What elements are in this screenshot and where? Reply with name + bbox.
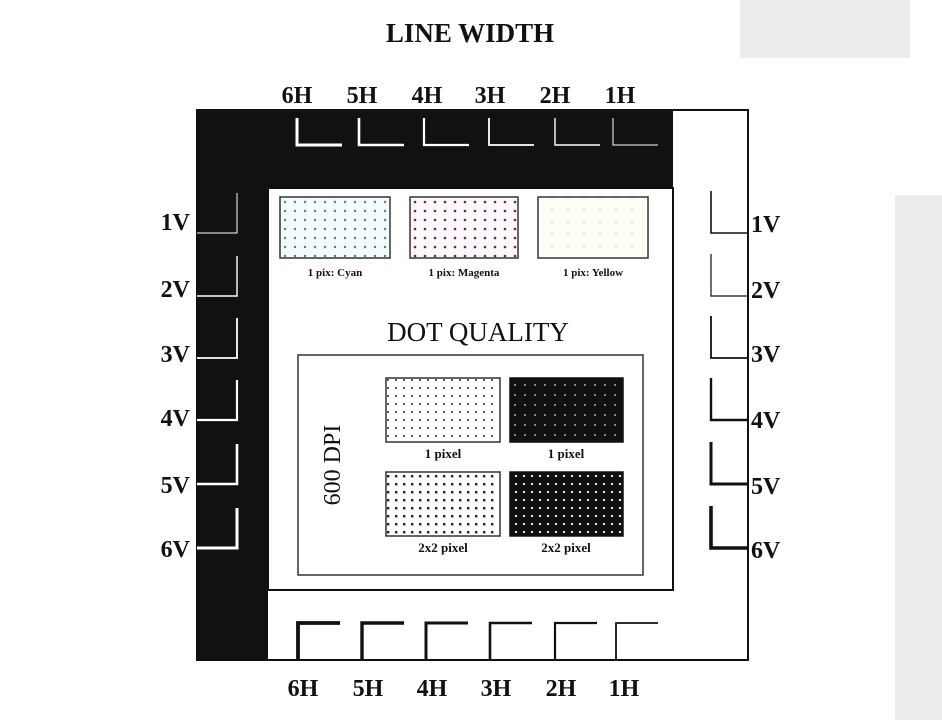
left-line-mark <box>197 508 239 550</box>
left-label: 1V <box>161 210 191 236</box>
yellow-label: 1 pix: Yellow <box>563 267 623 279</box>
bottom-label: 1H <box>609 676 640 702</box>
top-label: 2H <box>540 83 571 109</box>
cyan-label: 1 pix: Cyan <box>308 267 362 279</box>
dpi-label: 600 DPI <box>320 425 346 506</box>
left-line-mark <box>197 444 239 486</box>
left-labels: 1V 2V 3V 4V 5V 6V <box>161 210 191 563</box>
right-labels: 1V 2V 3V 4V 5V 6V <box>751 212 781 564</box>
right-line-mark <box>710 191 748 234</box>
bottom-line-mark <box>488 621 532 660</box>
left-label: 3V <box>161 342 191 368</box>
right-line-mark <box>710 316 748 359</box>
top-label: 1H <box>605 83 636 109</box>
top-line-mark <box>554 118 600 146</box>
dot-quality-heading: DOT QUALITY <box>387 317 569 347</box>
right-line-mark <box>710 254 748 297</box>
right-label: 3V <box>751 342 781 368</box>
left-label: 5V <box>161 473 191 499</box>
bottom-label: 2H <box>546 676 577 702</box>
bottom-line-mark <box>553 621 597 660</box>
right-line-mark <box>709 506 748 550</box>
bottom-line-mark <box>296 621 340 660</box>
bottom-label: 6H <box>288 676 319 702</box>
top-labels: 6H 5H 4H 3H 2H 1H <box>282 83 636 109</box>
bottom-label: 3H <box>481 676 512 702</box>
left-line-mark <box>197 318 238 359</box>
top-label: 5H <box>347 83 378 109</box>
bottom-labels: 6H 5H 4H 3H 2H 1H <box>288 676 640 702</box>
bottom-line-mark <box>424 621 468 660</box>
right-line-mark <box>709 378 748 422</box>
left-label: 6V <box>161 537 191 563</box>
left-line-mark <box>197 380 239 422</box>
cyan-patch <box>281 198 389 257</box>
left-label: 2V <box>161 277 191 303</box>
right-label: 6V <box>751 538 781 564</box>
yellow-patch <box>539 198 647 257</box>
patch-label: 1 pixel <box>425 446 462 461</box>
top-line-mark <box>422 118 469 147</box>
right-label: 2V <box>751 278 781 304</box>
right-label: 1V <box>751 212 781 238</box>
left-line-mark <box>197 256 238 297</box>
top-line-mark <box>295 118 342 147</box>
top-label: 3H <box>475 83 506 109</box>
right-line-mark <box>709 442 748 486</box>
scan-shade-right <box>895 195 942 720</box>
top-label: 6H <box>282 83 313 109</box>
white-1px-patch <box>387 379 499 441</box>
black-2x2-patch <box>509 471 624 537</box>
top-line-mark <box>612 118 658 146</box>
black-1px-patch <box>509 377 624 443</box>
top-black-band <box>197 110 673 188</box>
white-2x2-patch <box>387 473 499 535</box>
magenta-patch <box>411 198 517 257</box>
bottom-label: 5H <box>353 676 384 702</box>
magenta-label: 1 pix: Magenta <box>429 267 500 279</box>
top-label: 4H <box>412 83 443 109</box>
right-label: 4V <box>751 408 781 434</box>
patch-label: 2x2 pixel <box>418 540 468 555</box>
bottom-line-mark <box>615 622 658 660</box>
patch-label: 1 pixel <box>548 446 585 461</box>
right-label: 5V <box>751 474 781 500</box>
patch-label: 2x2 pixel <box>541 540 591 555</box>
top-line-mark <box>357 118 404 147</box>
title: LINE WIDTH <box>386 18 554 48</box>
top-line-mark <box>488 118 534 146</box>
left-line-mark <box>197 193 238 234</box>
left-label: 4V <box>161 406 191 432</box>
left-black-band <box>197 110 268 660</box>
bottom-line-mark <box>360 621 404 660</box>
scan-shade-top <box>740 0 910 58</box>
bottom-label: 4H <box>417 676 448 702</box>
